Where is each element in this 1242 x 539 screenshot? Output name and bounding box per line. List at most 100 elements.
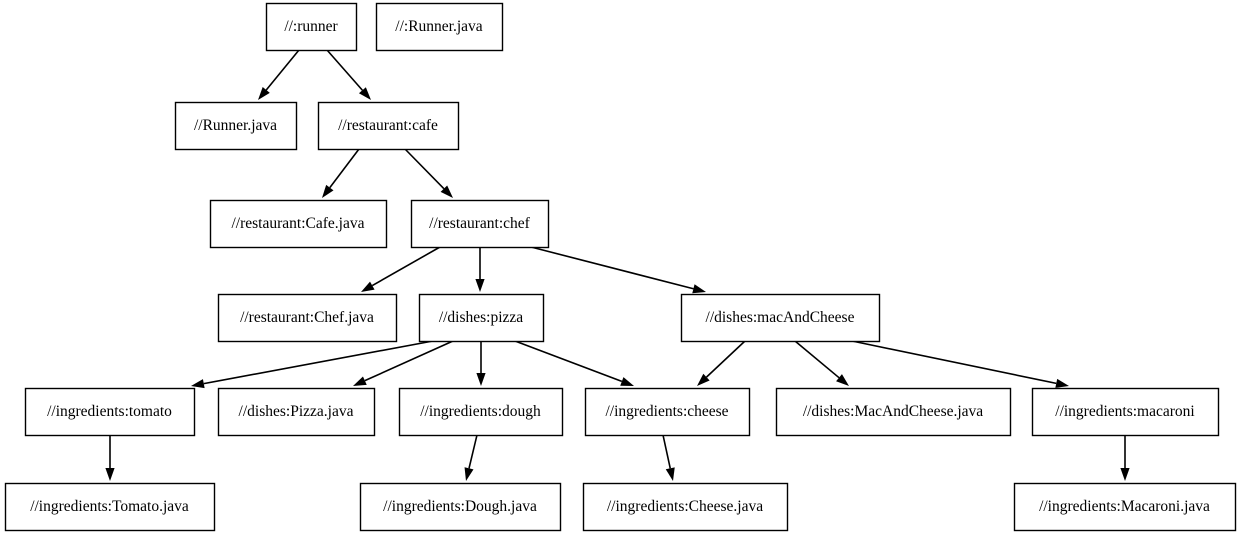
node-box[interactable] [1013, 482, 1237, 532]
graph-node-macaroni_java[interactable]: //ingredients:Macaroni.java [1013, 482, 1237, 532]
node-box[interactable] [217, 293, 398, 343]
graph-node-dough[interactable]: //ingredients:dough [398, 387, 564, 437]
graph-node-macaroni[interactable]: //ingredients:macaroni [1031, 387, 1220, 437]
graph-edge [464, 434, 478, 481]
edge-arrowhead-icon [1055, 378, 1069, 388]
edges-layer [105, 49, 1130, 481]
edge-arrowhead-icon [361, 281, 375, 292]
edge-line [329, 148, 360, 189]
graph-edge [514, 340, 634, 386]
node-label: //dishes:Pizza.java [239, 403, 354, 420]
graph-edge [326, 49, 371, 100]
node-box[interactable] [24, 387, 196, 437]
nodes-layer: //:runner //:Runner.java //Runner.java //re… [4, 2, 1237, 532]
node-label: //ingredients:cheese [605, 403, 728, 420]
graph-node-cafe[interactable]: //restaurant:cafe [317, 101, 460, 151]
edge-line [705, 340, 746, 378]
edge-arrowhead-icon [620, 377, 634, 386]
node-label: //restaurant:Chef.java [240, 309, 374, 326]
edge-arrowhead-icon [697, 373, 710, 386]
node-label: //ingredients:Cheese.java [607, 498, 763, 515]
edge-arrowhead-icon [836, 374, 849, 386]
graph-node-chef_java[interactable]: //restaurant:Chef.java [217, 293, 398, 343]
graph-edge [353, 340, 454, 386]
edge-line [326, 49, 364, 91]
node-label: //ingredients:tomato [47, 403, 172, 420]
node-label: //ingredients:Dough.java [383, 498, 537, 515]
edge-arrowhead-icon [665, 467, 675, 481]
graph-node-runner[interactable]: //:runner [265, 2, 358, 52]
node-box[interactable] [680, 293, 881, 343]
graph-edge [322, 148, 360, 198]
node-box[interactable] [398, 387, 564, 437]
edge-line [514, 340, 623, 383]
node-box[interactable] [582, 482, 789, 532]
node-label: //dishes:MacAndCheese.java [803, 403, 983, 420]
node-box[interactable] [418, 293, 545, 343]
graph-node-tomato[interactable]: //ingredients:tomato [24, 387, 196, 437]
graph-node-runner_java[interactable]: //Runner.java [174, 101, 298, 151]
graph-node-cheese[interactable]: //ingredients:cheese [584, 387, 751, 437]
edge-arrowhead-icon [692, 284, 706, 294]
graph-edge [476, 341, 486, 386]
node-label: //restaurant:Cafe.java [232, 215, 365, 232]
edge-arrowhead-icon [322, 184, 334, 198]
graph-edge [1120, 435, 1130, 481]
edge-arrowhead-icon [258, 87, 270, 100]
node-label: //dishes:pizza [439, 309, 523, 326]
graph-edge [404, 148, 453, 198]
node-box[interactable] [209, 199, 388, 249]
edge-line [203, 340, 434, 385]
node-box[interactable] [359, 482, 562, 532]
node-box[interactable] [317, 101, 460, 151]
node-box[interactable] [4, 482, 216, 532]
graph-edge [794, 340, 849, 386]
node-box[interactable] [584, 387, 751, 437]
node-box[interactable] [375, 2, 504, 52]
graph-node-pizza_java[interactable]: //dishes:Pizza.java [217, 387, 376, 437]
node-label: //restaurant:cafe [338, 117, 438, 134]
graph-edge [105, 435, 115, 481]
graph-node-tomato_java[interactable]: //ingredients:Tomato.java [4, 482, 216, 532]
node-box[interactable] [265, 2, 358, 52]
node-box[interactable] [410, 199, 550, 249]
edge-line [265, 49, 300, 91]
graph-node-macandcheese_java[interactable]: //dishes:MacAndCheese.java [775, 387, 1012, 437]
edge-line [530, 246, 694, 290]
edge-arrowhead-icon [464, 467, 474, 481]
graph-edge [662, 434, 675, 481]
node-box[interactable] [1031, 387, 1220, 437]
graph-edge [361, 246, 441, 292]
node-label: //ingredients:Tomato.java [30, 498, 189, 515]
graph-edge [258, 49, 300, 100]
node-box[interactable] [217, 387, 376, 437]
edge-line [662, 434, 672, 469]
graph-node-macandcheese[interactable]: //dishes:macAndCheese [680, 293, 881, 343]
graph-edge [697, 340, 746, 386]
node-label: //ingredients:dough [420, 403, 541, 420]
edge-arrowhead-icon [191, 379, 205, 389]
graph-node-pizza[interactable]: //dishes:pizza [418, 293, 545, 343]
edge-arrowhead-icon [440, 185, 453, 198]
edge-arrowhead-icon [353, 376, 367, 386]
graph-node-root_runner_java[interactable]: //:Runner.java [375, 2, 504, 52]
edge-arrowhead-icon [476, 373, 486, 386]
node-box[interactable] [174, 101, 298, 151]
graph-node-chef[interactable]: //restaurant:chef [410, 199, 550, 249]
edge-arrowhead-icon [1120, 468, 1130, 481]
graph-node-cafe_java[interactable]: //restaurant:Cafe.java [209, 199, 388, 249]
node-label: //:Runner.java [395, 18, 483, 35]
graph-edge [475, 247, 485, 292]
edge-line [364, 340, 454, 382]
node-label: //ingredients:macaroni [1055, 403, 1195, 420]
graph-node-cheese_java[interactable]: //ingredients:Cheese.java [582, 482, 789, 532]
graph-node-dough_java[interactable]: //ingredients:Dough.java [359, 482, 562, 532]
graph-edge [191, 340, 434, 389]
node-box[interactable] [775, 387, 1012, 437]
edge-line [468, 434, 478, 469]
node-label: //:runner [284, 18, 338, 35]
node-label: //Runner.java [194, 117, 277, 134]
edge-arrowhead-icon [358, 87, 371, 100]
